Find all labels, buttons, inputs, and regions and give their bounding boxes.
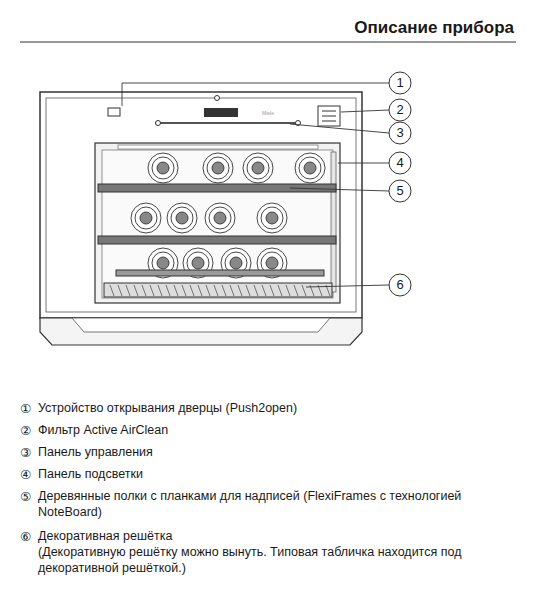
list-text: Панель управления bbox=[38, 445, 518, 461]
list-number: ① bbox=[20, 401, 31, 417]
callout-number: 3 bbox=[389, 125, 411, 141]
list-text: Панель подсветки bbox=[38, 467, 518, 483]
callout-number: 2 bbox=[389, 102, 411, 118]
list-number: ④ bbox=[20, 467, 31, 483]
callout-number: 1 bbox=[389, 75, 411, 91]
callout-number: 5 bbox=[389, 183, 411, 199]
list-text: Фильтр Active AirClean bbox=[38, 423, 518, 439]
list-text: Декоративная решётка bbox=[38, 529, 518, 545]
list-note: (Декоративную решётку можно вынуть. Типо… bbox=[38, 545, 518, 576]
list-text: Деревянные полки с планками для надписей… bbox=[38, 489, 518, 520]
list-number: ⑤ bbox=[20, 489, 31, 505]
list-number: ③ bbox=[20, 445, 31, 461]
callout-number: 6 bbox=[389, 277, 411, 293]
list-number: ② bbox=[20, 423, 31, 439]
list-number: ⑥ bbox=[20, 529, 31, 545]
page-title: Описание прибора bbox=[354, 17, 514, 38]
brand-logo: Miele bbox=[262, 110, 274, 116]
callout-number: 4 bbox=[389, 155, 411, 171]
list-text: Устройство открывания дверцы (Push2open) bbox=[38, 401, 518, 417]
